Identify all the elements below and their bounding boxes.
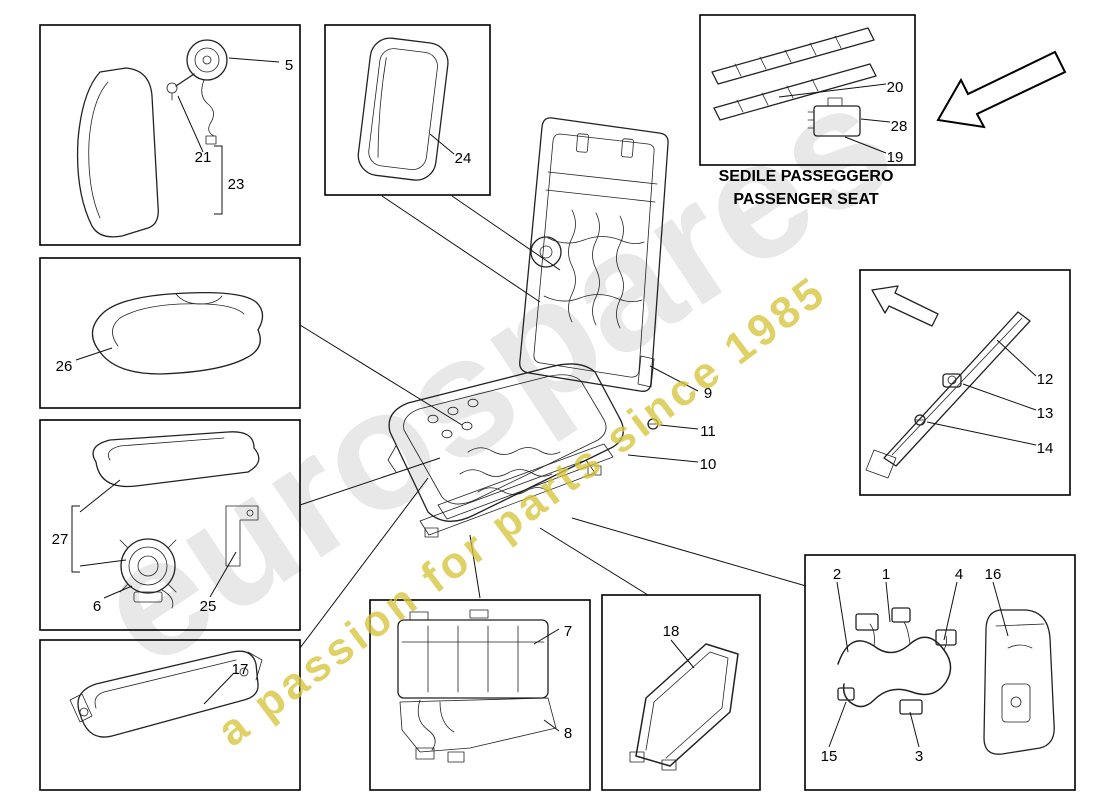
backrest-panel-drawing [357, 37, 449, 181]
recliner-mechanism-icon [530, 236, 562, 268]
callout-20: 20 [887, 79, 904, 96]
callout-2: 2 [833, 566, 841, 583]
callout-28: 28 [891, 118, 908, 135]
inset-box-ecu-module [369, 599, 591, 791]
seat-trim-panel-icon [983, 609, 1055, 755]
inset-box-backrest-panel [324, 24, 491, 196]
callout-10: 10 [700, 456, 717, 473]
callout-5: 5 [285, 57, 293, 74]
callout-18: 18 [663, 623, 680, 640]
backrest-side-panel-drawing [76, 39, 228, 238]
caption-english: PASSENGER SEAT [733, 191, 878, 208]
connector-icon [837, 687, 855, 701]
callout-25: 25 [200, 598, 217, 615]
inset-box-backrest-side [39, 24, 301, 246]
inset-box-side-bracket [859, 269, 1071, 496]
callout-8: 8 [564, 725, 572, 742]
connector-icon [891, 607, 911, 623]
cushion-panel-drawing [91, 291, 264, 375]
callout-7: 7 [564, 623, 572, 640]
seat-rails-drawing [711, 27, 877, 137]
direction-arrow-icon [936, 50, 1067, 129]
watermark-brand: eurospares [64, 45, 923, 702]
callout-23: 23 [228, 176, 245, 193]
callout-11: 11 [700, 423, 716, 440]
callout-15: 15 [821, 748, 838, 765]
callout-17: 17 [232, 661, 249, 678]
cushion-pad-speaker-drawing [92, 431, 260, 609]
inset-box-cushion-panel [39, 257, 301, 409]
callout-13: 13 [1037, 405, 1054, 422]
callout-14: 14 [1037, 440, 1054, 457]
bracket-frame-drawing [69, 650, 263, 738]
inset-box-wiring-harness [804, 554, 1076, 791]
inset-box-bracket-frame [39, 639, 301, 791]
callout-4: 4 [955, 566, 963, 583]
callout-19: 19 [887, 149, 904, 166]
callout-3: 3 [915, 748, 923, 765]
detail-arrow-icon [871, 285, 939, 327]
connector-icon [855, 613, 879, 631]
caption-italian: SEDILE PASSEGGERO [719, 168, 894, 185]
ecu-module-drawing [397, 609, 557, 763]
callout-24: 24 [455, 150, 472, 167]
inset-box-wire-frame [601, 594, 761, 791]
wire-frame-drawing [629, 643, 739, 771]
callout-26: 26 [56, 358, 73, 375]
cushion-frame-drawing [387, 363, 659, 538]
tweeter-speaker-icon [186, 39, 228, 81]
subwoofer-speaker-icon [120, 538, 176, 594]
bracket-knob-icon [942, 373, 962, 388]
callout-1: 1 [882, 566, 890, 583]
inset-box-cushion-speaker [39, 419, 301, 631]
callout-6: 6 [93, 598, 101, 615]
callout-12: 12 [1037, 371, 1054, 388]
inset-box-seat-rails [699, 14, 916, 166]
side-bracket-drawing [865, 285, 1031, 479]
callouts: 5 21 23 24 20 28 19 9 11 10 26 12 13 14 … [52, 57, 1054, 765]
leader-lines [71, 57, 1037, 748]
backrest-frame-drawing [519, 117, 669, 392]
callout-27: 27 [52, 531, 69, 548]
callout-16: 16 [985, 566, 1002, 583]
callout-21: 21 [195, 149, 212, 166]
connector-icon [899, 699, 923, 715]
callout-9: 9 [704, 385, 712, 402]
